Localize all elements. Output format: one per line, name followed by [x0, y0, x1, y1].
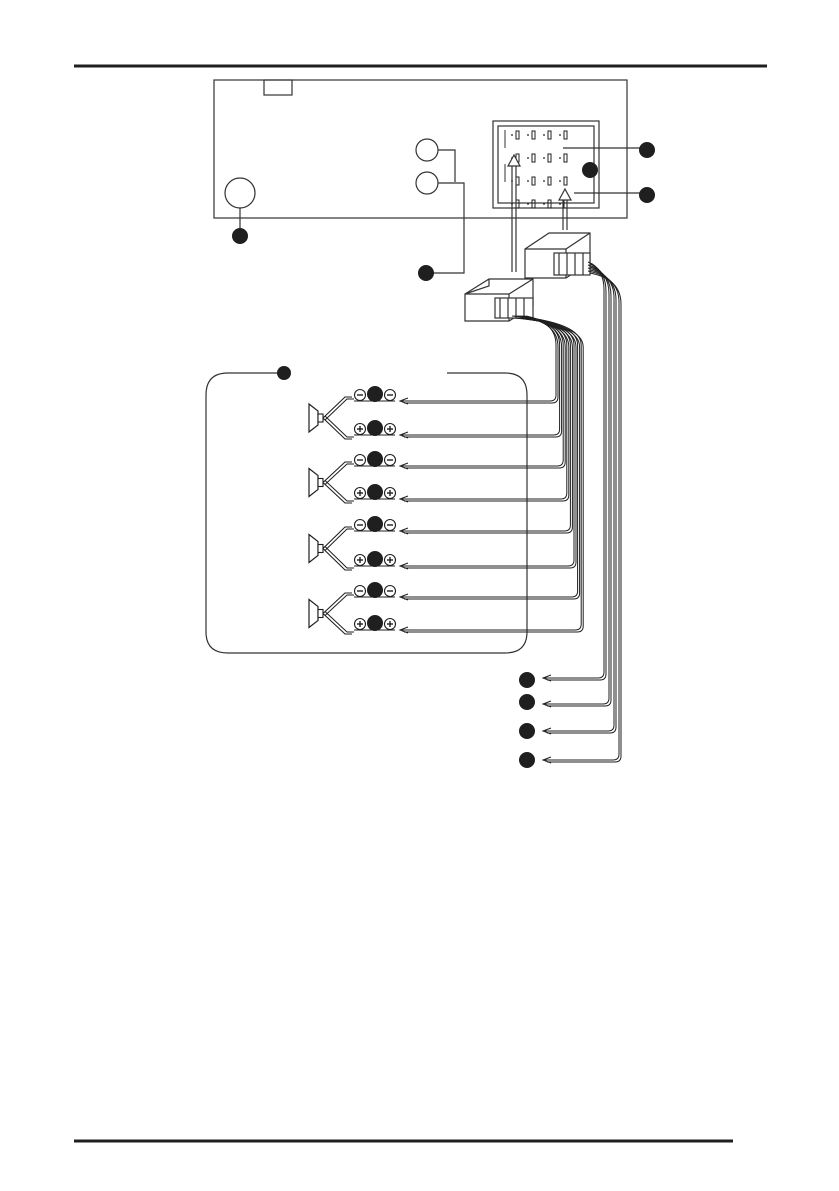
iso-pin	[548, 131, 551, 139]
iso-pin-dot	[527, 134, 529, 136]
iso-pin	[548, 154, 551, 162]
minus-sign-icon	[355, 586, 366, 597]
speaker-icon	[309, 397, 354, 439]
speaker-wire-shadow	[404, 318, 580, 599]
harness-connector-a	[465, 279, 533, 321]
iso-pin	[532, 154, 535, 162]
callout-marker	[582, 162, 598, 178]
plus-sign-icon	[385, 488, 396, 499]
iso-pin-dot	[543, 134, 545, 136]
plus-sign-icon	[355, 619, 366, 630]
speaker-wire	[402, 316, 574, 566]
speaker-wire	[402, 316, 556, 401]
iso-pin	[532, 177, 535, 185]
iso-pin	[532, 200, 535, 208]
speaker-icon	[309, 527, 354, 570]
plus-sign-icon	[355, 424, 366, 435]
iso-socket-pins	[511, 131, 567, 208]
iso-pin	[516, 131, 519, 139]
callout-marker	[367, 386, 383, 402]
iso-pin-dot	[527, 180, 529, 182]
speaker-wire	[402, 316, 563, 466]
iso-pin	[548, 200, 551, 208]
harness-connector-b	[525, 233, 590, 278]
iso-pin-dot	[543, 157, 545, 159]
iso-pin-dot	[527, 203, 529, 205]
iso-pin-dot	[543, 203, 545, 205]
callout-marker	[232, 228, 248, 244]
callout-marker	[367, 551, 383, 567]
iso-pin	[564, 177, 567, 185]
minus-sign-icon	[355, 390, 366, 401]
iso-pin	[532, 131, 535, 139]
iso-pin-dot	[559, 180, 561, 182]
speaker-group-bracket	[206, 373, 527, 653]
callout-marker	[367, 451, 383, 467]
harness-wires	[400, 262, 621, 763]
minus-sign-icon	[355, 520, 366, 531]
speaker-wire	[402, 316, 567, 499]
callout-markers	[232, 142, 655, 768]
speaker-wire-shadow	[404, 318, 565, 468]
plus-sign-icon	[355, 488, 366, 499]
minus-sign-icon	[385, 586, 396, 597]
callout-marker	[519, 752, 535, 768]
callout-marker	[367, 420, 383, 436]
speaker-wire	[402, 316, 560, 435]
minus-sign-icon	[385, 390, 396, 401]
speaker-icon	[309, 462, 354, 503]
speaker-wire	[402, 316, 578, 597]
iso-pin-dot	[511, 134, 513, 136]
speaker-icon	[309, 593, 354, 634]
iso-pin	[564, 154, 567, 162]
callout-marker	[519, 694, 535, 710]
iso-pin	[548, 177, 551, 185]
iso-pin-dot	[559, 203, 561, 205]
plus-sign-icon	[355, 555, 366, 566]
iso-pin-dot	[527, 157, 529, 159]
callout-marker	[519, 723, 535, 739]
rca-socket-1	[416, 139, 438, 161]
callout-marker	[639, 142, 655, 158]
plus-sign-icon	[385, 424, 396, 435]
plus-sign-icon	[385, 619, 396, 630]
antenna-socket	[225, 178, 255, 208]
iso-pin-dot	[559, 134, 561, 136]
speaker-wire-shadow	[404, 318, 558, 403]
minus-sign-icon	[385, 520, 396, 531]
speaker-wire	[402, 316, 581, 630]
head-unit-tab	[264, 80, 292, 95]
speaker-wire-shadow	[404, 318, 562, 437]
iso-pin-dot	[543, 180, 545, 182]
callout-marker	[367, 615, 383, 631]
callout-marker	[639, 187, 655, 203]
iso-pin	[564, 131, 567, 139]
callout-marker	[367, 582, 383, 598]
iso-pin-dot	[559, 157, 561, 159]
minus-sign-icon	[355, 455, 366, 466]
callout-marker	[367, 484, 383, 500]
speaker-wire-shadow	[404, 318, 569, 501]
callout-marker	[418, 265, 434, 281]
rca-socket-2	[416, 172, 438, 194]
callout-marker	[277, 366, 291, 380]
callout-marker	[367, 516, 383, 532]
callout-marker	[519, 672, 535, 688]
plus-sign-icon	[385, 555, 396, 566]
minus-sign-icon	[385, 455, 396, 466]
